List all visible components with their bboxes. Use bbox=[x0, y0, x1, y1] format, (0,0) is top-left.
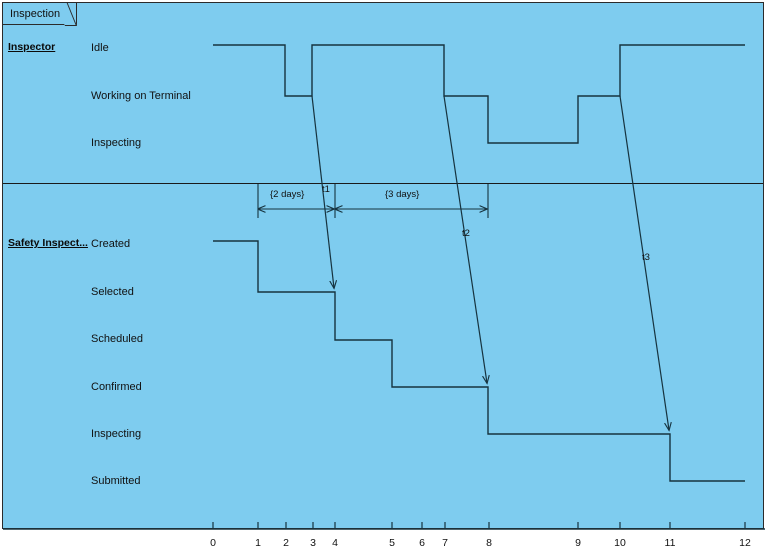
diagram-tab[interactable]: Inspection bbox=[3, 3, 78, 26]
axis-tick-label-10: 10 bbox=[614, 537, 626, 549]
diagram-tab-label: Inspection bbox=[10, 8, 61, 20]
duration-label-2days: {2 days} bbox=[270, 189, 305, 200]
message-label-t2: t2 bbox=[462, 228, 470, 239]
axis-tick-label-0: 0 bbox=[210, 537, 216, 549]
diagram-frame: Inspection bbox=[2, 2, 764, 529]
axis-tick-label-7: 7 bbox=[442, 537, 448, 549]
state-label-inspector-idle: Idle bbox=[91, 42, 109, 54]
message-label-t3: t3 bbox=[642, 252, 650, 263]
state-label-safety-created: Created bbox=[91, 238, 131, 250]
axis-tick-label-2: 2 bbox=[283, 537, 289, 549]
axis-tick-label-3: 3 bbox=[310, 537, 316, 549]
state-label-safety-scheduled: Scheduled bbox=[91, 333, 143, 345]
duration-label-3days: {3 days} bbox=[385, 189, 420, 200]
message-label-t1: t1 bbox=[322, 184, 330, 195]
state-label-inspector-inspecting: Inspecting bbox=[91, 137, 142, 149]
state-label-safety-inspecting: Inspecting bbox=[91, 428, 142, 440]
state-label-safety-selected: Selected bbox=[91, 286, 134, 298]
lifeline-name-safety-inspection: Safety Inspect... bbox=[8, 237, 88, 249]
lifeline-name-inspector: Inspector bbox=[8, 41, 56, 53]
state-label-safety-confirmed: Confirmed bbox=[91, 381, 142, 393]
axis-tick-label-8: 8 bbox=[486, 537, 492, 549]
state-label-inspector-working-on-terminal: Working on Terminal bbox=[91, 90, 191, 102]
axis-tick-label-1: 1 bbox=[255, 537, 261, 549]
axis-tick-label-9: 9 bbox=[575, 537, 581, 549]
axis-tick-label-4: 4 bbox=[332, 537, 338, 549]
axis-tick-label-11: 11 bbox=[664, 537, 676, 549]
lifeline-divider bbox=[3, 183, 763, 184]
state-label-safety-submitted: Submitted bbox=[91, 475, 141, 487]
axis-tick-label-6: 6 bbox=[419, 537, 425, 549]
axis-tick-label-5: 5 bbox=[389, 537, 395, 549]
axis-tick-label-12: 12 bbox=[739, 537, 751, 549]
